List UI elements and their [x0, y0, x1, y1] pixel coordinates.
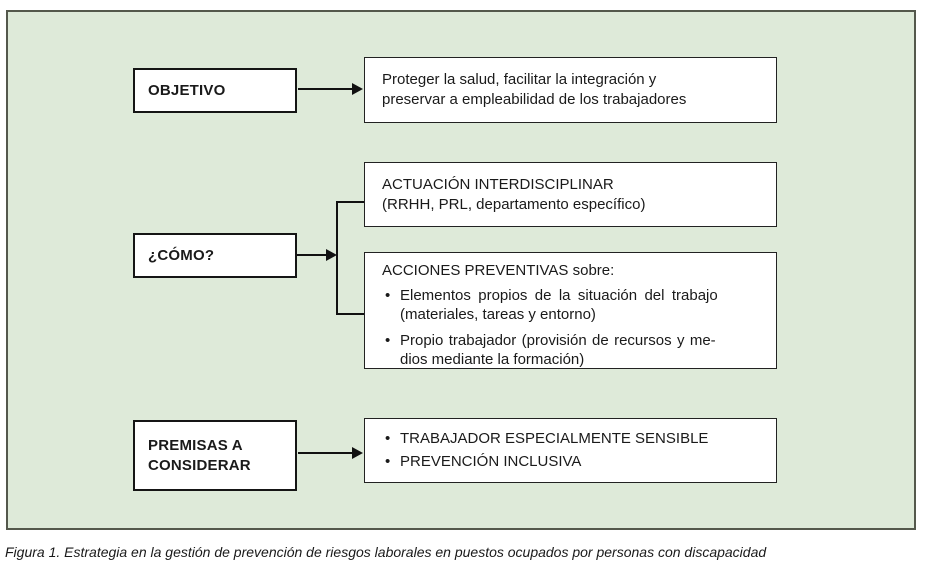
premisas-bullet-list: • TRABAJADOR ESPECIALMENTE SENSIBLE • PR… [382, 429, 764, 472]
list-item: • Elementos propios de la situación del … [382, 286, 764, 325]
objetivo-label-box: OBJETIVO [133, 68, 297, 113]
bullet-dot-icon: • [385, 331, 391, 349]
premisas-target-box: • TRABAJADOR ESPECIALMENTE SENSIBLE • PR… [364, 418, 777, 483]
como-label: ¿CÓMO? [148, 246, 215, 264]
acciones-box: ACCIONES PREVENTIVAS sobre: • Elementos … [364, 252, 777, 369]
list-item: • TRABAJADOR ESPECIALMENTE SENSIBLE [382, 429, 764, 449]
premisas-label-box: PREMISAS A CONSIDERAR [133, 420, 297, 491]
list-item: • PREVENCIÓN INCLUSIVA [382, 452, 764, 472]
acciones-bullet-list: • Elementos propios de la situación del … [382, 281, 764, 370]
como-label-box: ¿CÓMO? [133, 233, 297, 278]
premisas-bullet-1: TRABAJADOR ESPECIALMENTE SENSIBLE [400, 430, 709, 447]
acciones-bullet-2-text: Propio trabajador (provisión de recursos… [400, 331, 716, 370]
como-arrow-line [297, 254, 327, 256]
como-arrow-head [326, 249, 337, 261]
acciones-bullet-1-line-1: Elementos propios de la situación del tr… [400, 286, 718, 304]
premisas-arrow-line [298, 452, 353, 454]
acciones-bullet-1-line-2: (materiales, tareas y entorno) [400, 306, 596, 323]
acciones-bullet-1-text: Elementos propios de la situación del tr… [400, 286, 718, 325]
como-bracket-top-stub [336, 201, 364, 203]
bullet-dot-icon: • [385, 286, 391, 304]
list-item: • Propio trabajador (provisión de recurs… [382, 331, 764, 370]
figure-caption: Figura 1. Estrategia en la gestión de pr… [5, 544, 767, 560]
objetivo-label: OBJETIVO [148, 81, 226, 99]
actuacion-box: ACTUACIÓN INTERDISCIPLINAR (RRHH, PRL, d… [364, 162, 777, 227]
premisas-label-line-1: PREMISAS A [148, 436, 243, 454]
como-bracket-vertical-line [336, 201, 338, 315]
bullet-dot-icon: • [385, 453, 391, 470]
premisas-bullet-2: PREVENCIÓN INCLUSIVA [400, 453, 582, 470]
objetivo-target-line-1: Proteger la salud, facilitar la integrac… [382, 71, 657, 88]
premisas-label-line-2: CONSIDERAR [148, 456, 251, 474]
como-bracket-bottom-stub [336, 313, 364, 315]
actuacion-line-1: ACTUACIÓN INTERDISCIPLINAR [382, 175, 614, 193]
acciones-bullet-2-line-2: dios mediante la formación) [400, 351, 585, 368]
actuacion-line-2: (RRHH, PRL, departamento específico) [382, 195, 646, 213]
acciones-header: ACCIONES PREVENTIVAS sobre: [382, 262, 615, 279]
acciones-bullet-2-line-1: Propio trabajador (provisión de recursos… [400, 331, 716, 349]
objetivo-target-box: Proteger la salud, facilitar la integrac… [364, 57, 777, 123]
objetivo-target-line-2: preservar a empleabilidad de los trabaja… [382, 91, 687, 108]
objetivo-arrow-line [298, 88, 353, 90]
objetivo-arrow-head [352, 83, 363, 95]
bullet-dot-icon: • [385, 430, 391, 447]
premisas-arrow-head [352, 447, 363, 459]
